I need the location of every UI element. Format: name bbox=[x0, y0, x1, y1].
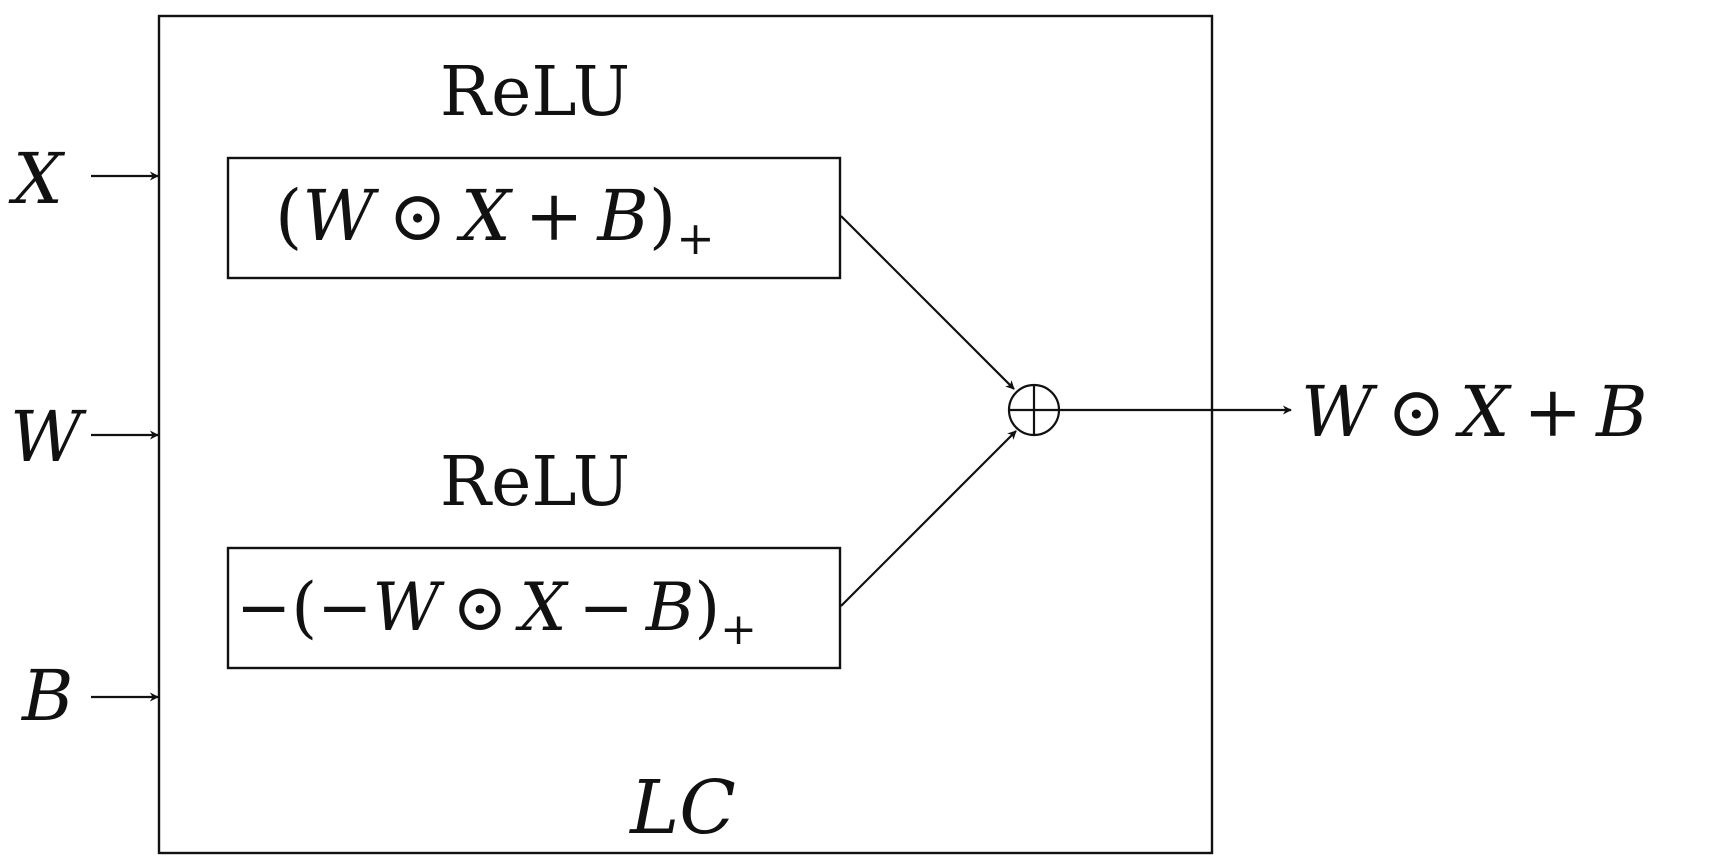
top-branch-connector bbox=[840, 215, 1015, 390]
input-w-label: W bbox=[10, 396, 87, 478]
input-b-label: B bbox=[20, 655, 73, 737]
output-formula: W⊙X+B bbox=[1301, 371, 1648, 453]
relu-bottom-title: ReLU bbox=[440, 443, 630, 522]
lc-outer-box bbox=[157, 14, 1214, 855]
relu-top-box bbox=[226, 156, 842, 280]
relu-top-title: ReLU bbox=[440, 53, 630, 132]
relu-bottom-box bbox=[226, 546, 842, 670]
lc-block-label: LC bbox=[628, 765, 736, 851]
relu-top-formula: (W⊙X+B)+ bbox=[275, 175, 715, 265]
input-x-label: X bbox=[8, 138, 66, 220]
bottom-branch-connector bbox=[840, 430, 1017, 607]
relu-bottom-formula: −(−W⊙X−B)+ bbox=[236, 569, 757, 655]
